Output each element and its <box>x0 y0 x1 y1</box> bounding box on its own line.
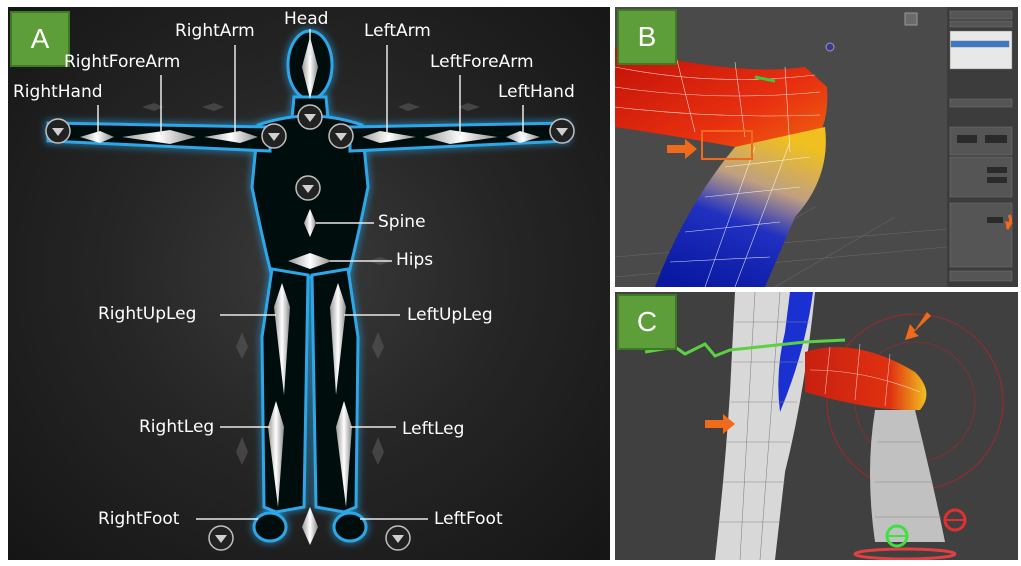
label-right-foot: RightFoot <box>98 509 179 529</box>
panel-b-tag: B <box>617 9 677 65</box>
label-left-fore-arm: LeftForeArm <box>430 52 534 72</box>
panel-a-tag: A <box>10 11 70 67</box>
viewport-envelope-panel: B <box>615 7 1018 287</box>
label-left-leg: LeftLeg <box>402 419 464 439</box>
label-spine: Spine <box>378 212 426 232</box>
label-right-up-leg: RightUpLeg <box>98 304 196 324</box>
chevron-down-circle-icon[interactable] <box>386 526 410 550</box>
panel-c-tag: C <box>617 294 677 350</box>
chevron-down-circle-icon[interactable] <box>550 119 574 143</box>
label-right-hand: RightHand <box>13 82 103 102</box>
chevron-down-circle-icon[interactable] <box>298 105 322 129</box>
label-left-up-leg: LeftUpLeg <box>407 305 493 325</box>
label-head: Head <box>284 9 328 29</box>
label-right-arm: RightArm <box>175 21 255 41</box>
label-right-fore-arm: RightForeArm <box>64 52 180 72</box>
viewport-leg-panel: C <box>615 292 1018 560</box>
chevron-down-circle-icon[interactable] <box>209 526 233 550</box>
chevron-down-circle-icon[interactable] <box>46 119 70 143</box>
chevron-down-circle-icon[interactable] <box>296 176 320 200</box>
label-left-arm: LeftArm <box>364 21 431 41</box>
label-right-leg: RightLeg <box>139 417 214 437</box>
label-left-hand: LeftHand <box>498 82 575 102</box>
chevron-down-circle-icon[interactable] <box>262 124 286 148</box>
label-left-foot: LeftFoot <box>434 509 503 529</box>
label-hips: Hips <box>396 250 433 270</box>
skeleton-map-panel: A Head RightArm LeftArm RightForeArm Lef… <box>8 7 610 560</box>
chevron-down-circle-icon[interactable] <box>329 124 353 148</box>
